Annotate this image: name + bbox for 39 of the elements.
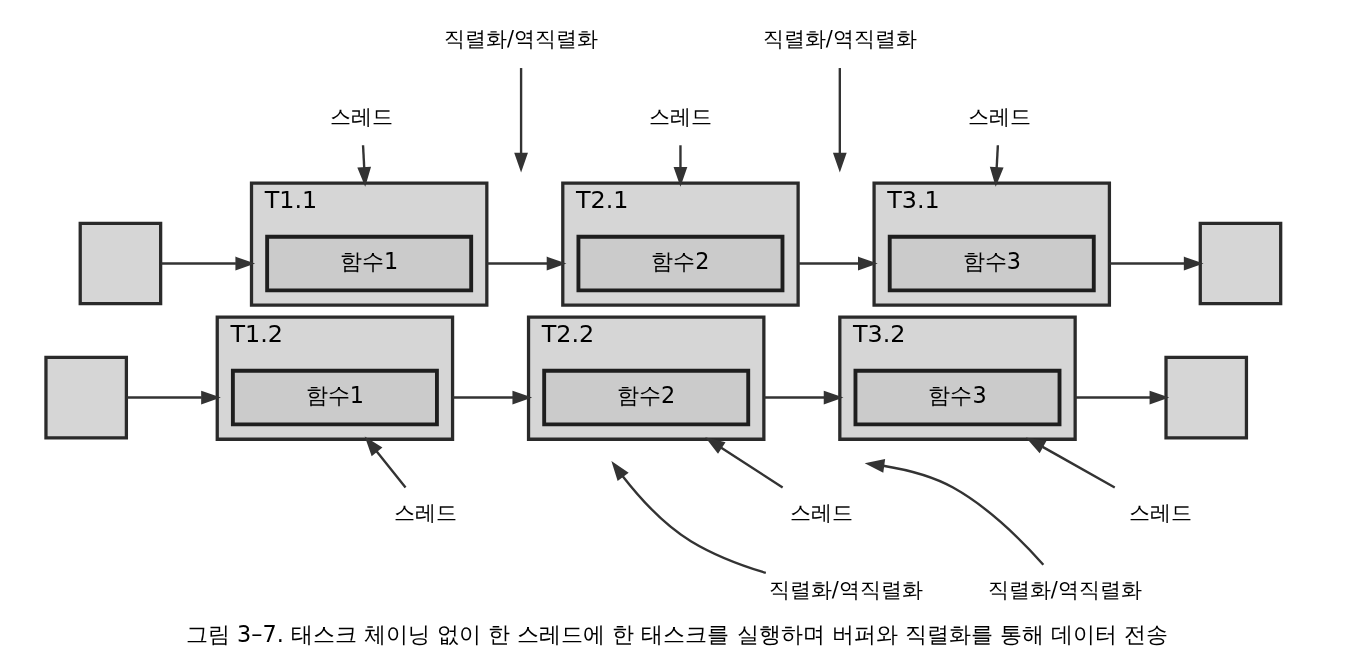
arrow — [486, 256, 567, 271]
node-text: 스레드 — [967, 104, 1031, 129]
caption: 그림 3–7. 태스크 체이닝 없이 한 스레드에 한 태스크를 실행하며 버퍼와 직렬화를 통해 데이터 전송 — [185, 621, 1169, 648]
node-box — [1164, 355, 1249, 440]
arrow — [364, 436, 407, 489]
node-text: 직렬화/역직렬화 — [987, 578, 1142, 603]
node-text: 스레드 — [790, 500, 854, 525]
arrow — [1075, 390, 1170, 405]
arrow — [126, 390, 221, 405]
node-box: 함수2 — [576, 234, 785, 293]
node-text: 직렬화/역직렬화 — [762, 27, 917, 52]
node-box: 함수3 — [887, 234, 1096, 293]
arrow — [864, 459, 1045, 566]
arrow — [798, 256, 878, 271]
arrow — [514, 68, 528, 173]
node-text: 스레드 — [330, 104, 394, 129]
arrow — [1025, 437, 1116, 489]
node-box — [1198, 221, 1283, 306]
node-text: 스레드 — [1128, 500, 1192, 525]
arrow — [989, 145, 1004, 187]
node-text: 직렬화/역직렬화 — [444, 27, 599, 52]
arrow — [357, 145, 372, 187]
node-text: 스레드 — [648, 104, 712, 129]
node-box — [78, 221, 163, 306]
arrow — [673, 145, 688, 187]
arrow — [160, 256, 256, 271]
node-box: 함수1 — [265, 234, 474, 293]
node-box — [44, 355, 129, 440]
arrow — [452, 390, 533, 405]
arrow — [832, 68, 847, 173]
arrow — [705, 437, 784, 489]
node-box: 함수3 — [853, 368, 1062, 427]
arrow — [763, 390, 844, 405]
node-text: 스레드 — [394, 500, 458, 525]
arrow — [611, 461, 767, 574]
node-box: 함수2 — [542, 368, 751, 427]
node-text: 직렬화/역직렬화 — [768, 578, 923, 603]
arrow — [1109, 256, 1204, 271]
node-box: 함수1 — [230, 368, 439, 427]
